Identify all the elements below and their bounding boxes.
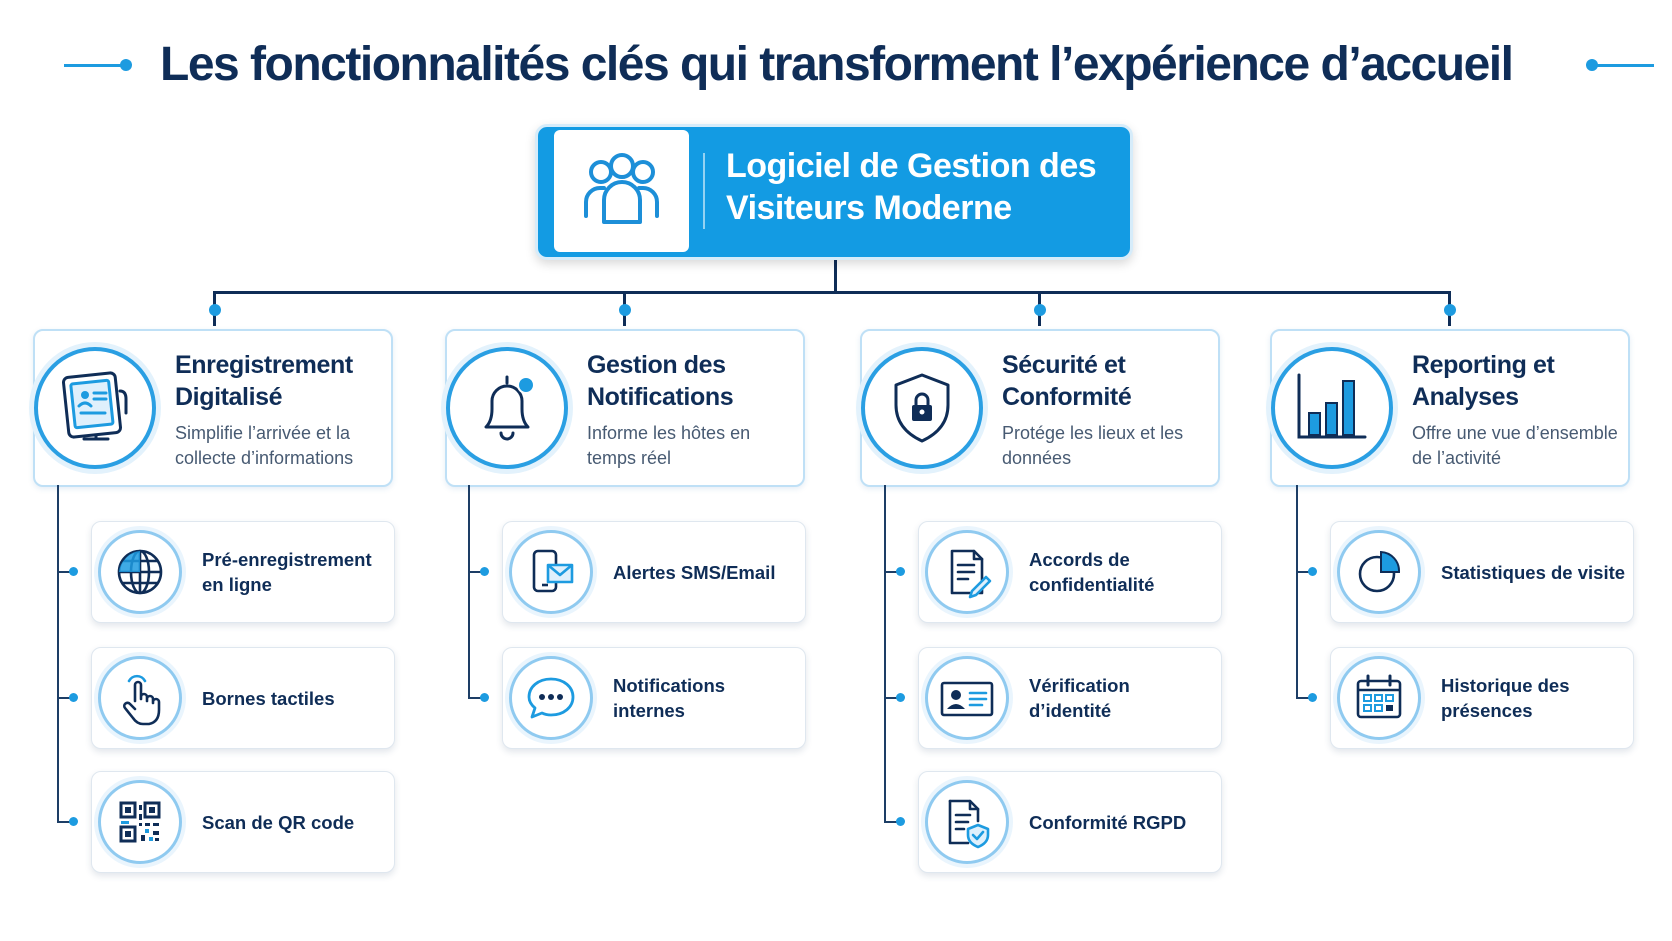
tree-dot — [896, 567, 905, 576]
shield-lock-icon — [894, 373, 950, 443]
connector-bus — [213, 291, 1450, 294]
feature-card-scan-qr[interactable]: Scan de QR code — [91, 771, 395, 873]
feature-card-rgpd[interactable]: Conformité RGPD — [918, 771, 1222, 873]
tree-branch — [884, 821, 902, 823]
category-title: Sécurité et Conformité — [1002, 351, 1132, 411]
tree-branch — [884, 697, 902, 699]
tree-branch — [57, 697, 75, 699]
chat-bubble-icon — [527, 677, 575, 719]
feature-icon-ring — [98, 656, 182, 740]
category-description: Informe les hôtes en temps réel — [587, 423, 751, 468]
tree-branch — [1296, 571, 1314, 573]
category-card-enregistrement[interactable]: Enregistrement Digitalisé Simplifie l’ar… — [33, 329, 393, 487]
tree-line-cat1 — [57, 485, 59, 821]
central-icon-frame — [554, 130, 689, 252]
calendar-icon — [1356, 674, 1402, 719]
tree-branch — [468, 571, 486, 573]
feature-label: Statistiques de visite — [1441, 561, 1626, 583]
pie-chart-icon — [1358, 550, 1401, 593]
connector-dot-3 — [1034, 304, 1046, 316]
category-icon-ring — [1271, 347, 1393, 469]
feature-label: Historique des présences — [1441, 675, 1570, 721]
tree-branch — [468, 697, 486, 699]
category-icon-ring — [446, 347, 568, 469]
category-title: Enregistrement Digitalisé — [175, 351, 353, 411]
connector-dot-4 — [1444, 304, 1456, 316]
feature-label: Notifications internes — [613, 675, 726, 721]
tree-dot — [1308, 567, 1317, 576]
feature-card-bornes-tactiles[interactable]: Bornes tactiles — [91, 647, 395, 749]
category-card-reporting[interactable]: Reporting et Analyses Offre une vue d’en… — [1270, 329, 1630, 487]
page-title: Les fonctionnalités clés qui transformen… — [160, 38, 1514, 91]
feature-card-verification[interactable]: Vérification d’identité — [918, 647, 1222, 749]
feature-label: Scan de QR code — [202, 811, 355, 833]
feature-card-historique[interactable]: Historique des présences — [1330, 647, 1634, 749]
bar-chart-icon — [1297, 373, 1367, 439]
category-description: Protége les lieux et les données — [1002, 423, 1184, 468]
tree-line-cat3 — [884, 485, 886, 821]
feature-icon-ring — [509, 530, 593, 614]
feature-icon-ring — [925, 780, 1009, 864]
feature-card-alertes[interactable]: Alertes SMS/Email — [502, 521, 806, 623]
feature-icon-ring — [1337, 530, 1421, 614]
category-description: Simplifie l’arrivée et la collecte d’inf… — [175, 423, 354, 468]
tablet-kiosk-icon — [62, 371, 128, 441]
title-decor-line-right — [1592, 64, 1654, 67]
tree-dot — [896, 693, 905, 702]
feature-card-pre-enregistrement[interactable]: Pré-enregistrement en ligne — [91, 521, 395, 623]
tree-dot — [1308, 693, 1317, 702]
touch-hand-icon — [123, 674, 161, 726]
title-decor-line-left — [64, 64, 124, 67]
connector-dot-2 — [619, 304, 631, 316]
id-card-icon — [940, 681, 994, 717]
category-icon-ring — [861, 347, 983, 469]
feature-card-accords[interactable]: Accords de confidentialité — [918, 521, 1222, 623]
document-shield-icon — [948, 799, 990, 849]
feature-icon-ring — [98, 530, 182, 614]
tree-dot — [69, 817, 78, 826]
qr-code-icon — [119, 801, 161, 843]
bell-icon — [484, 375, 535, 441]
category-title: Gestion des Notifications — [587, 351, 734, 411]
connector-trunk — [834, 254, 837, 292]
feature-card-notifications-internes[interactable]: Notifications internes — [502, 647, 806, 749]
tree-line-cat4 — [1296, 485, 1298, 697]
users-group-icon — [584, 153, 659, 224]
tree-dot — [480, 567, 489, 576]
tree-dot — [69, 693, 78, 702]
feature-label: Accords de confidentialité — [1029, 549, 1155, 595]
tree-branch — [884, 571, 902, 573]
feature-card-statistiques[interactable]: Statistiques de visite — [1330, 521, 1634, 623]
tree-line-cat2 — [468, 485, 470, 697]
category-card-notifications[interactable]: Gestion des Notifications Informe les hô… — [445, 329, 805, 487]
tree-branch — [57, 821, 75, 823]
tree-dot — [896, 817, 905, 826]
feature-icon-ring — [925, 530, 1009, 614]
tree-dot — [69, 567, 78, 576]
feature-label: Pré-enregistrement en ligne — [202, 549, 372, 595]
document-pen-icon — [950, 549, 992, 599]
tree-dot — [480, 693, 489, 702]
category-title: Reporting et Analyses — [1412, 351, 1555, 411]
feature-icon-ring — [925, 656, 1009, 740]
category-card-securite[interactable]: Sécurité et Conformité Protége les lieux… — [860, 329, 1220, 487]
phone-mail-icon — [532, 549, 574, 593]
feature-label: Bornes tactiles — [202, 687, 335, 709]
feature-icon-ring — [98, 780, 182, 864]
feature-label: Vérification d’identité — [1029, 675, 1130, 721]
feature-icon-ring — [509, 656, 593, 740]
central-product-box: Logiciel de Gestion des Visiteurs Modern… — [535, 124, 1133, 260]
title-decor-dot-left — [120, 59, 132, 71]
category-icon-ring — [34, 347, 156, 469]
feature-icon-ring — [1337, 656, 1421, 740]
feature-label: Alertes SMS/Email — [613, 561, 776, 583]
tree-branch — [57, 571, 75, 573]
globe-icon — [117, 549, 163, 595]
category-description: Offre une vue d’ensemble de l’activité — [1412, 423, 1618, 468]
tree-branch — [1296, 697, 1314, 699]
feature-label: Conformité RGPD — [1029, 811, 1187, 833]
connector-dot-1 — [209, 304, 221, 316]
central-separator — [703, 153, 705, 229]
central-title: Logiciel de Gestion des Visiteurs Modern… — [726, 147, 1097, 227]
